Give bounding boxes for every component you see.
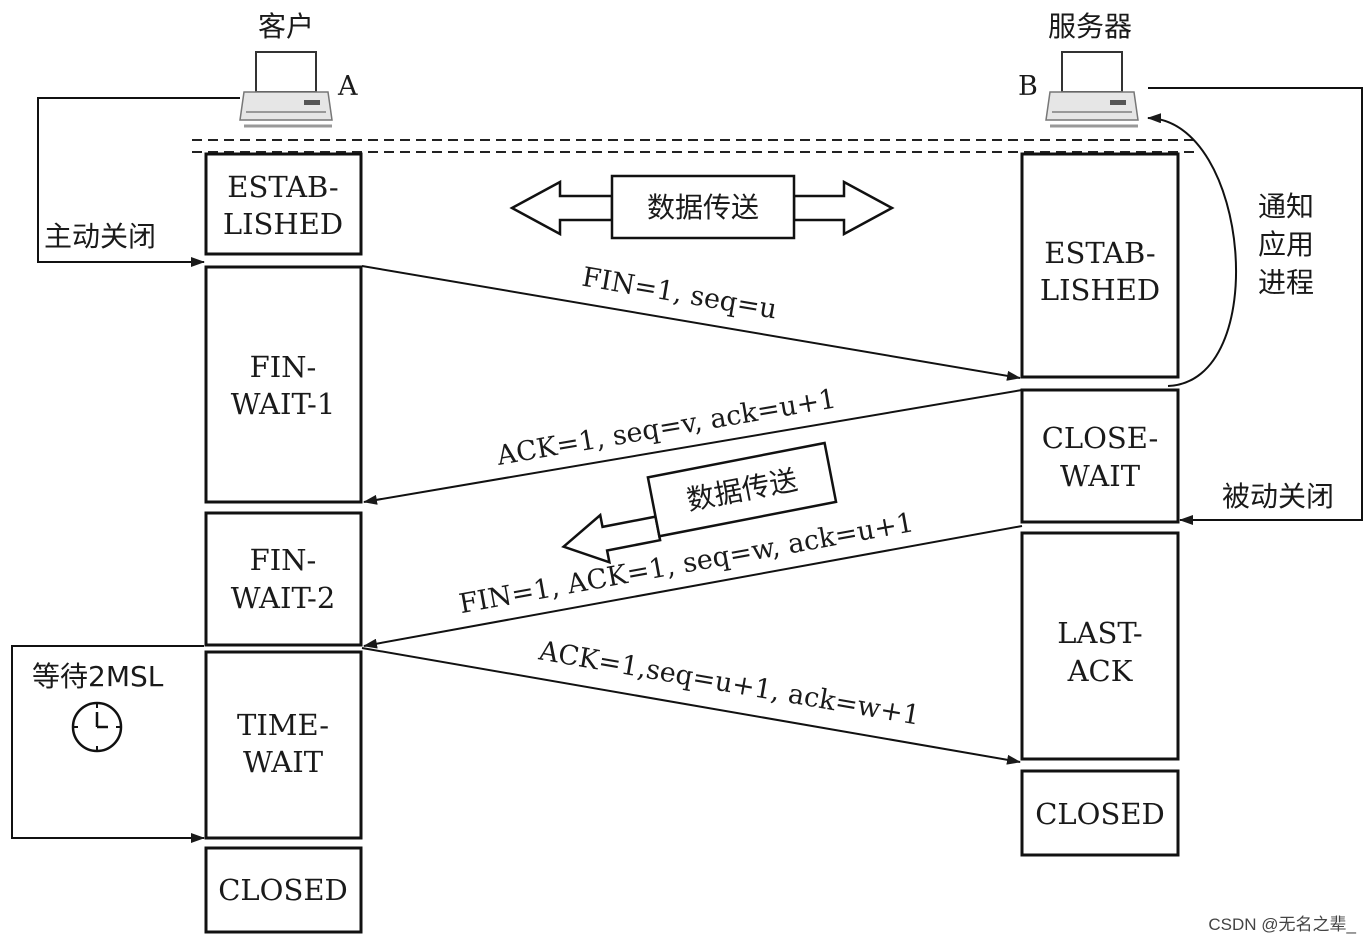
notify-app-connector: [1147, 113, 1238, 387]
client-host-label: A: [337, 71, 358, 102]
client-state-established: ESTAB- LISHED: [204, 152, 363, 256]
passive-close-connector: [1148, 87, 1363, 525]
server-state-close-wait: CLOSE- WAIT: [1020, 388, 1180, 524]
server-host-label: B: [1018, 71, 1038, 102]
clock-icon: [71, 701, 123, 753]
svg-text:CLOSED: CLOSED: [218, 873, 348, 907]
svg-text:CLOSE-: CLOSE-: [1042, 421, 1159, 455]
passive-close-label: 被动关闭: [1222, 480, 1334, 513]
message-ack-2-label: ACK=1,seq=u+1, ack=w+1: [536, 635, 923, 731]
notify-label-line3: 进程: [1258, 266, 1314, 299]
svg-text:LISHED: LISHED: [1040, 273, 1160, 307]
watermark: CSDN @无名之辈_: [1208, 915, 1356, 934]
svg-text:WAIT-2: WAIT-2: [231, 581, 336, 615]
svg-text:WAIT: WAIT: [1060, 459, 1141, 493]
notify-label-line1: 通知: [1258, 190, 1314, 223]
svg-text:ESTAB-: ESTAB-: [227, 170, 338, 204]
active-close-label: 主动关闭: [44, 220, 156, 253]
server-title: 服务器: [1048, 10, 1132, 43]
server-state-closed: CLOSED: [1020, 769, 1180, 857]
svg-text:CLOSED: CLOSED: [1035, 797, 1165, 831]
svg-text:FIN-: FIN-: [250, 350, 317, 384]
message-fin-1-label: FIN=1, seq=u: [580, 262, 780, 326]
server-state-last-ack: LAST- ACK: [1020, 531, 1180, 761]
computer-icon: [239, 51, 333, 128]
wait-2msl-label: 等待2MSL: [32, 660, 164, 693]
client-title: 客户: [258, 10, 314, 43]
server-state-established: ESTAB- LISHED: [1020, 152, 1180, 379]
message-ack-2: [361, 647, 1021, 765]
client-state-fin-wait-1: FIN- WAIT-1: [204, 265, 363, 504]
client-state-fin-wait-2: FIN- WAIT-2: [204, 511, 363, 647]
wait-2msl-connector: [11, 645, 205, 843]
computer-icon: [1045, 51, 1139, 128]
data-transfer-server-to-client: 数据传送: [561, 441, 838, 565]
svg-text:TIME-: TIME-: [237, 708, 329, 742]
message-fin-2: [363, 525, 1023, 649]
message-ack-1: [363, 389, 1023, 505]
svg-text:ESTAB-: ESTAB-: [1044, 236, 1155, 270]
message-fin-1: [361, 265, 1021, 381]
notify-label-line2: 应用: [1258, 228, 1314, 261]
svg-text:ACK: ACK: [1067, 654, 1134, 688]
client-state-closed: CLOSED: [204, 846, 363, 934]
svg-text:数据传送: 数据传送: [647, 191, 759, 224]
svg-text:FIN-: FIN-: [250, 543, 317, 577]
active-close-connector: [37, 97, 240, 267]
svg-text:WAIT-1: WAIT-1: [231, 387, 336, 421]
svg-text:LAST-: LAST-: [1057, 616, 1142, 650]
svg-text:LISHED: LISHED: [223, 207, 343, 241]
client-state-time-wait: TIME- WAIT: [204, 650, 363, 840]
data-transfer-bidirectional: 数据传送: [509, 174, 895, 240]
svg-text:WAIT: WAIT: [243, 745, 324, 779]
